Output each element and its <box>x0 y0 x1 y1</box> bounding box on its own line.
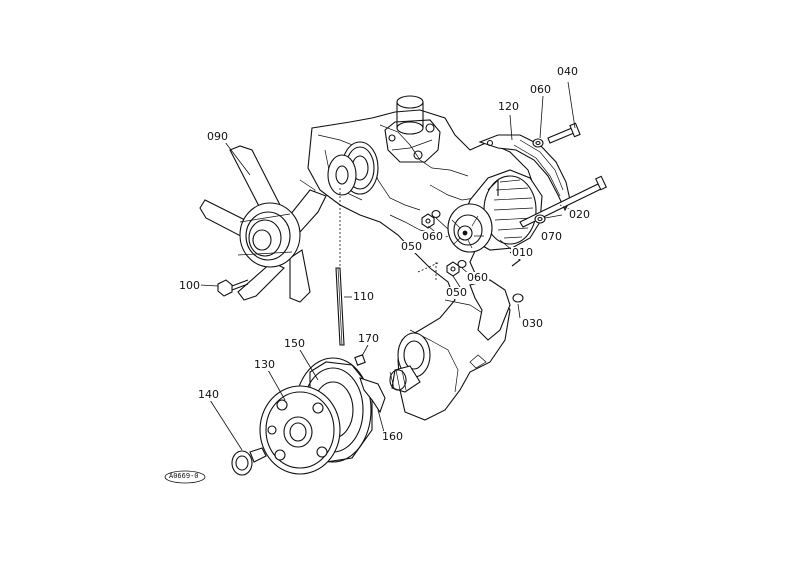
part-label-070: 070 <box>540 230 563 243</box>
washer-080 <box>532 138 544 148</box>
part-label-020: 020 <box>568 208 591 221</box>
nut-050-upper <box>421 213 435 229</box>
bolt-100 <box>217 279 249 297</box>
crankshaft-end <box>389 332 431 393</box>
water-pump-pulley <box>327 141 379 196</box>
fan-belt-110 <box>335 188 345 346</box>
washer-070 <box>534 214 546 224</box>
part-label-030: 030 <box>521 317 544 330</box>
part-label-060-upper: 060 <box>421 230 444 243</box>
part-label-120: 120 <box>497 100 520 113</box>
plate-160 <box>359 377 386 414</box>
bolt-040 <box>547 122 581 144</box>
part-label-010: 010 <box>511 246 534 259</box>
part-label-100: 100 <box>178 279 201 292</box>
thermostat-housing <box>384 95 441 163</box>
key-170 <box>354 354 366 366</box>
part-label-050-lower: 050 <box>445 286 468 299</box>
nut-050-lower <box>446 261 460 277</box>
part-label-140: 140 <box>197 388 220 401</box>
part-label-060-lower: 060 <box>466 271 489 284</box>
part-label-090: 090 <box>206 130 229 143</box>
part-label-150: 150 <box>283 337 306 350</box>
cooling-fan-090 <box>199 145 327 303</box>
part-label-130: 130 <box>253 358 276 371</box>
drawing-code: A0669-0 <box>169 472 199 480</box>
part-label-040: 040 <box>556 65 579 78</box>
part-label-160: 160 <box>381 430 404 443</box>
bracket-030 <box>469 279 524 369</box>
part-label-050-upper: 050 <box>400 240 423 253</box>
alternator-010 <box>447 169 543 267</box>
nut-140 <box>231 447 267 476</box>
part-label-080: 060 <box>529 83 552 96</box>
drawing-code-frame <box>164 470 206 484</box>
part-label-170: 170 <box>357 332 380 345</box>
pulley-130 <box>259 385 341 475</box>
washer-060-lower <box>457 259 467 269</box>
washer-060-upper <box>431 209 441 219</box>
part-label-110: 110 <box>352 290 375 303</box>
